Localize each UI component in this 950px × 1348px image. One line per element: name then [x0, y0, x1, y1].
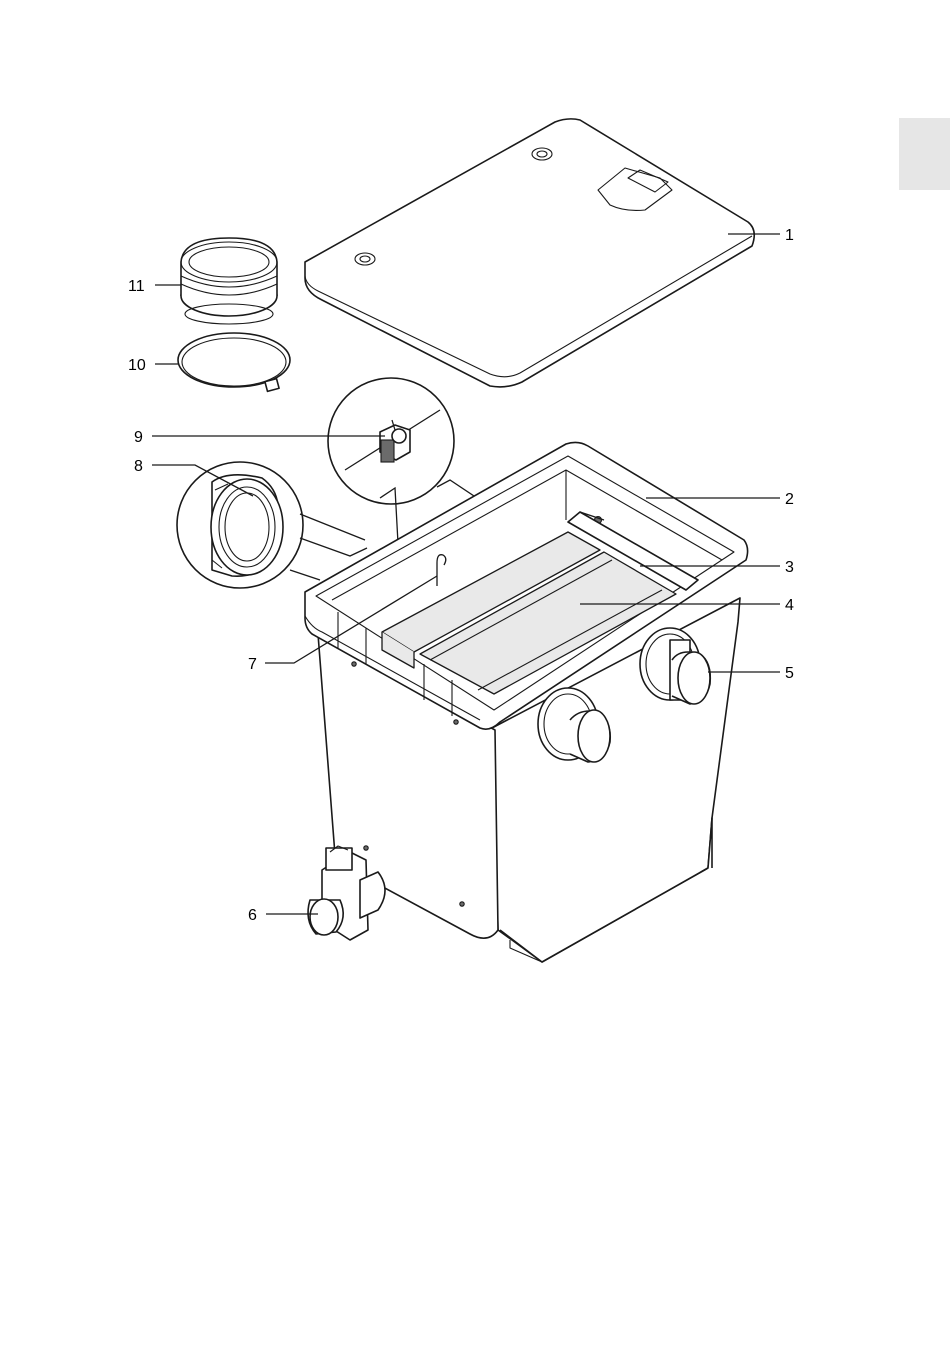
- callout-5: 5: [785, 665, 794, 682]
- detail-circle-part-8: [177, 462, 367, 588]
- callout-1: 1: [785, 227, 794, 244]
- hose-clamp-part-10: [178, 333, 290, 391]
- callout-2: 2: [785, 491, 794, 508]
- sleeve-ring-part-11: [181, 238, 277, 324]
- callout-3: 3: [785, 559, 794, 576]
- lid-part-1: [305, 119, 754, 387]
- callout-8: 8: [134, 458, 143, 475]
- callout-6: 6: [248, 907, 257, 924]
- callout-11: 11: [128, 278, 145, 295]
- callout-4: 4: [785, 597, 794, 614]
- callout-7: 7: [248, 656, 257, 673]
- callout-10: 10: [128, 357, 146, 374]
- callout-9: 9: [134, 429, 143, 446]
